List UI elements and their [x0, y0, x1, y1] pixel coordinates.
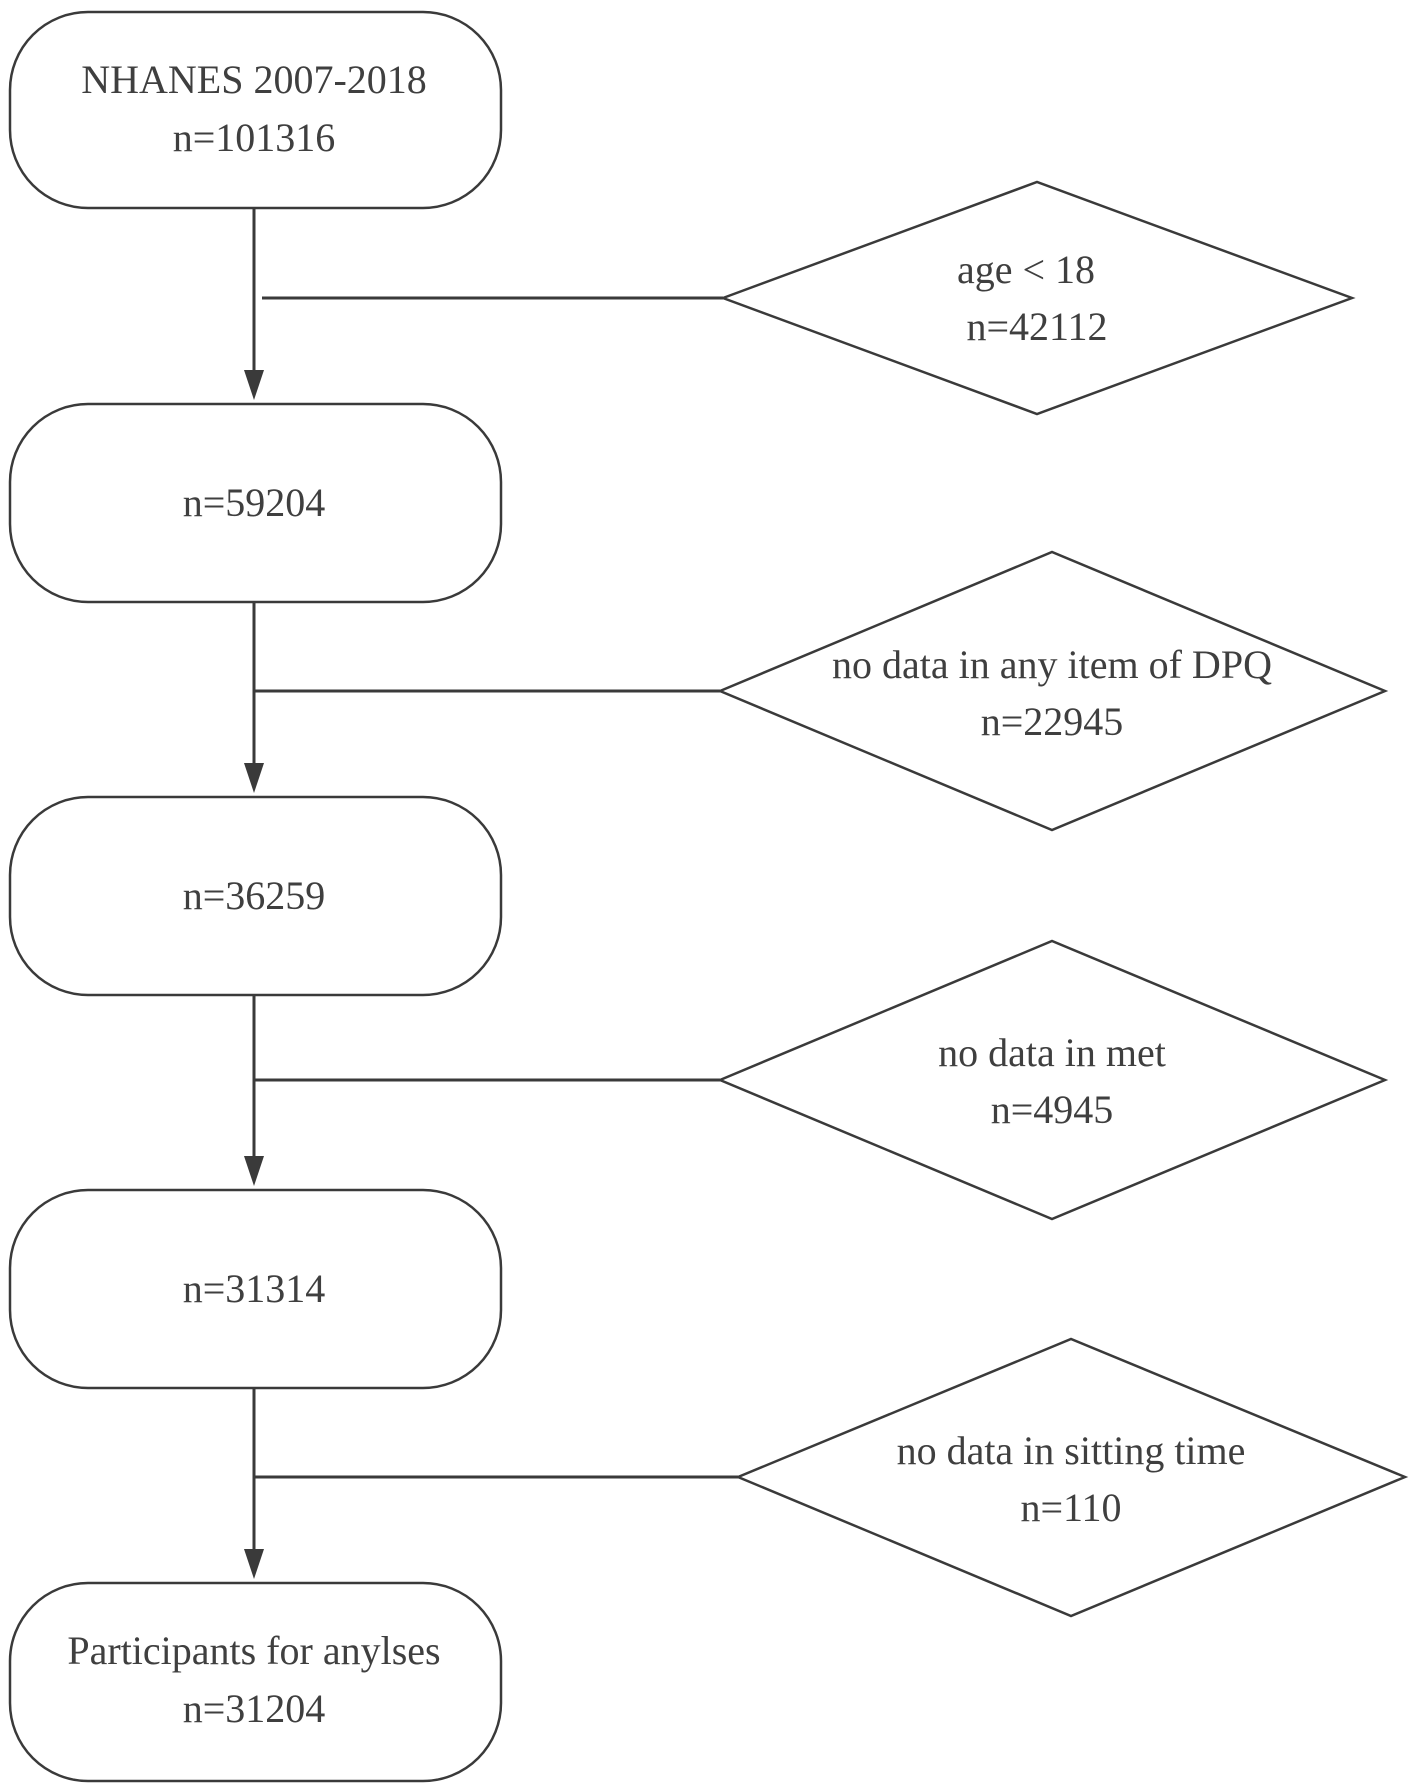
box-4-count: n=31314: [183, 1266, 326, 1311]
box-5-title: Participants for anylses: [67, 1628, 440, 1673]
exclusion-1-reason: age < 18: [957, 247, 1095, 292]
box-5-count: n=31204: [183, 1686, 326, 1731]
exclusion-diamond-2: no data in any item of DPQ n=22945: [716, 550, 1389, 832]
box-3-count: n=36259: [183, 873, 326, 918]
process-box-4: n=31314: [8, 1188, 503, 1390]
exclusion-diamond-1: age < 18 n=42112: [719, 180, 1356, 416]
box-2-count: n=59204: [183, 480, 326, 525]
process-box-5: Participants for anylses n=31204: [8, 1581, 503, 1783]
process-box-2: n=59204: [8, 402, 503, 604]
process-box-1: NHANES 2007-2018 n=101316: [8, 10, 503, 210]
exclusion-2-count: n=22945: [981, 699, 1124, 744]
exclusion-diamond-3: no data in met n=4945: [716, 939, 1389, 1221]
arrowhead-2: [244, 763, 264, 793]
exclusion-4-count: n=110: [1020, 1485, 1121, 1530]
exclusion-3-reason: no data in met: [938, 1030, 1166, 1075]
arrowhead-4: [244, 1549, 264, 1579]
exclusion-3-count: n=4945: [991, 1087, 1114, 1132]
arrowhead-1: [244, 370, 264, 400]
exclusion-1-count: n=42112: [966, 304, 1107, 349]
arrowhead-3: [244, 1156, 264, 1186]
box-1-title: NHANES 2007-2018: [81, 57, 427, 102]
exclusion-2-reason: no data in any item of DPQ: [832, 642, 1272, 687]
exclusion-4-reason: no data in sitting time: [897, 1428, 1246, 1473]
exclusion-diamond-4: no data in sitting time n=110: [734, 1337, 1409, 1618]
process-box-3: n=36259: [8, 795, 503, 997]
box-1-count: n=101316: [173, 115, 336, 160]
